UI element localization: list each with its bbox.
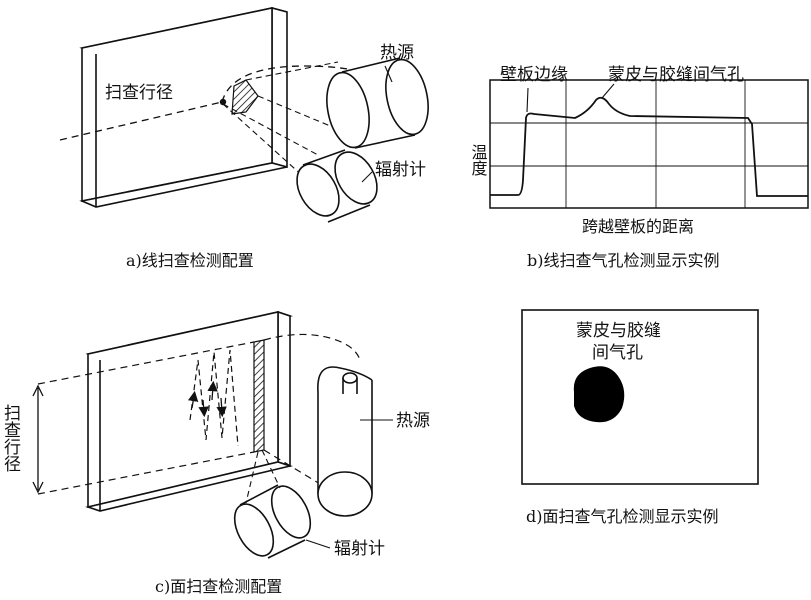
y-axis-label: 温度 — [469, 144, 488, 176]
heat-source-label-c: 热源 — [396, 411, 430, 431]
radiometer-label-c: 辐射计 — [334, 539, 385, 559]
thermal-image-frame — [521, 309, 759, 485]
scan-path-label-c: 扫查行径 — [0, 404, 21, 472]
heat-source-cylinder-c — [317, 366, 373, 517]
scan-range-dimension — [32, 384, 44, 494]
panel-a-line-scan-setup: 扫查行径 热源 辐射计 a)线扫查检测配置 — [59, 6, 429, 270]
caption-a: a)线扫查检测配置 — [126, 251, 254, 270]
caption-c: c)面扫查检测配置 — [155, 577, 282, 596]
zigzag-arrows — [188, 380, 227, 418]
void-label-line-2: 间气孔 — [592, 343, 643, 363]
chart-frame — [489, 79, 809, 209]
x-axis-label: 跨越壁板的距离 — [582, 217, 694, 236]
heat-beam-lines — [245, 61, 341, 131]
detection-point — [219, 98, 227, 106]
radiometer-leader — [361, 171, 373, 183]
radiometer-leader-c — [305, 539, 331, 549]
panel-c-area-scan-setup: 扫查行径 热源 辐射计 c)面扫查检测配置 — [0, 310, 430, 596]
void-label: 蒙皮与胶缝间气孔 — [608, 65, 744, 85]
heat-source-label: 热源 — [380, 43, 414, 63]
radiometer-view-lines — [222, 103, 319, 179]
void-label-leader — [601, 83, 615, 99]
heated-strip-hatched — [253, 339, 265, 453]
heat-source-leader — [384, 65, 393, 83]
scan-extent-lines — [37, 333, 361, 495]
temperature-profile-curve — [490, 96, 808, 197]
panel-d-area-scan-result: 蒙皮与胶缝 间气孔 d)面扫查气孔检测显示实例 — [521, 309, 759, 526]
scan-path-label: 扫查行径 — [105, 83, 173, 103]
test-panel-plate — [79, 6, 288, 208]
void-blob — [573, 366, 625, 423]
edge-label-leader — [526, 87, 529, 113]
zigzag-scan-path — [189, 349, 239, 447]
heat-source-cylinder — [326, 57, 429, 149]
radiometer-cylinder — [296, 149, 378, 223]
radiometer-view-lines-c — [245, 449, 281, 504]
radiometer-cylinder-c — [233, 484, 312, 559]
caption-b: b)线扫查气孔检测显示实例 — [527, 251, 720, 270]
caption-d: d)面扫查气孔检测显示实例 — [526, 507, 719, 526]
void-label-line-1: 蒙皮与胶缝 — [576, 321, 661, 341]
radiometer-label: 辐射计 — [375, 160, 426, 180]
panel-edge-label: 壁板边缘 — [500, 65, 568, 85]
panel-b-line-scan-result: 壁板边缘 蒙皮与胶缝间气孔 温度 跨越壁板的距离 b)线扫查气孔检测显示实例 — [469, 65, 809, 270]
